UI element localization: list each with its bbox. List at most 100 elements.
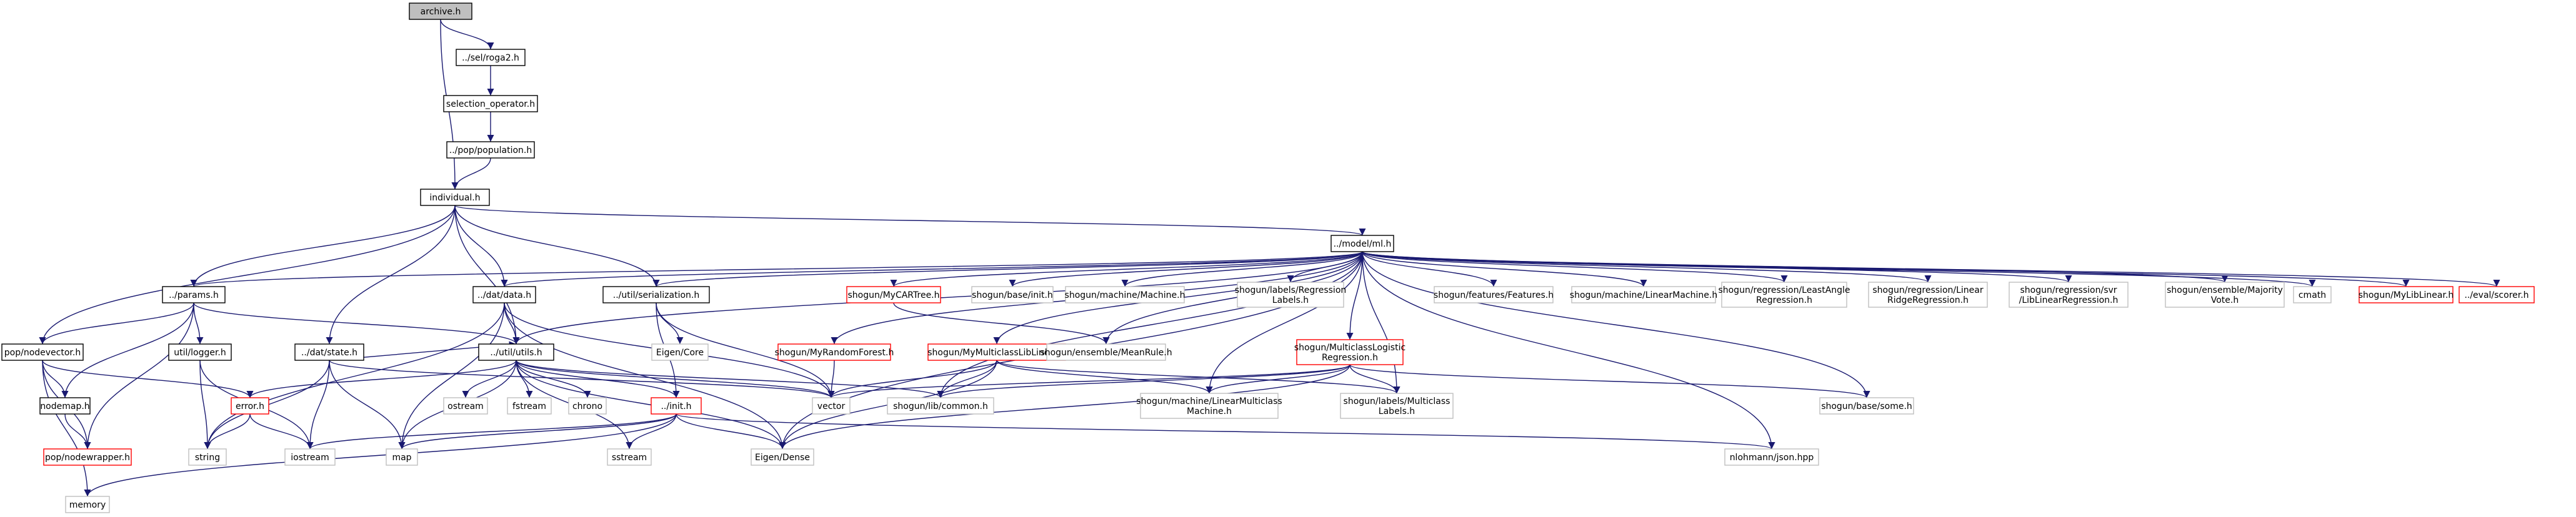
node-meanrule[interactable]: shogun/ensemble/MeanRule.h xyxy=(1040,343,1172,361)
node-archive[interactable]: archive.h xyxy=(409,2,472,20)
node-box xyxy=(2359,286,2454,303)
node-mylib[interactable]: shogun/MyLibLinear.h xyxy=(2359,286,2454,303)
edge xyxy=(440,19,494,50)
node-libsvr[interactable]: shogun/regression/svr/LibLinearRegressio… xyxy=(2009,282,2129,308)
node-sstream[interactable]: sstream xyxy=(607,448,652,466)
node-box xyxy=(1,343,84,361)
node-state[interactable]: ../dat/state.h xyxy=(294,343,364,361)
node-label: shogun/MulticlassLogistic xyxy=(1294,343,1405,353)
node-selop[interactable]: selection_operator.h xyxy=(443,95,538,112)
node-logger[interactable]: util/logger.h xyxy=(168,343,232,361)
node-chrono[interactable]: chrono xyxy=(568,397,607,415)
node-fstream[interactable]: fstream xyxy=(507,397,552,415)
node-nodewrapper[interactable]: pop/nodewrapper.h xyxy=(43,448,132,466)
node-label: shogun/base/init.h xyxy=(972,290,1053,300)
node-eigencore[interactable]: Eigen/Core xyxy=(651,343,709,361)
edge-params-to-logger xyxy=(193,302,204,345)
edge xyxy=(329,360,835,398)
node-some[interactable]: shogun/base/some.h xyxy=(1819,397,1914,415)
node-ridge[interactable]: shogun/regression/LinearRidgeRegression.… xyxy=(1868,282,1988,308)
node-box xyxy=(568,397,607,415)
edge xyxy=(451,157,491,190)
node-nodevector[interactable]: pop/nodevector.h xyxy=(1,343,84,361)
node-iostream[interactable]: iostream xyxy=(284,448,336,466)
edge xyxy=(1362,251,1647,287)
node-init[interactable]: ../init.h xyxy=(651,397,702,415)
node-box xyxy=(602,286,710,303)
node-data[interactable]: ../dat/data.h xyxy=(472,286,536,303)
edge-error-to-string xyxy=(204,413,251,450)
node-box xyxy=(168,343,232,361)
node-libcommon[interactable]: shogun/lib/common.h xyxy=(887,397,994,415)
edge xyxy=(516,360,944,398)
node-box xyxy=(927,343,1066,361)
node-label: string xyxy=(195,453,220,463)
edge-ml-to-reglabels xyxy=(1287,251,1363,283)
node-label: shogun/base/some.h xyxy=(1821,401,1912,411)
edge xyxy=(1362,251,1497,287)
node-machine[interactable]: shogun/machine/Machine.h xyxy=(1065,286,1186,303)
node-mymll[interactable]: shogun/MyMulticlassLibLinear.h xyxy=(927,343,1066,361)
edge-mlogreg-to-lmm xyxy=(1206,364,1350,394)
node-label: shogun/regression/svr xyxy=(2020,285,2117,295)
edge-ml-to-scorer xyxy=(1362,251,2500,287)
node-label: archive.h xyxy=(421,7,461,17)
node-memory[interactable]: memory xyxy=(65,496,110,513)
node-features[interactable]: shogun/features/Features.h xyxy=(1434,286,1554,303)
node-box xyxy=(607,448,652,466)
node-label: ../model/ml.h xyxy=(1334,239,1392,249)
node-individual[interactable]: individual.h xyxy=(420,189,490,206)
node-linearmachine[interactable]: shogun/machine/LinearMachine.h xyxy=(1570,286,1717,303)
edge xyxy=(1121,251,1363,287)
edge xyxy=(190,205,456,287)
edge-mlogreg-to-mclabels xyxy=(1349,364,1400,394)
edge-individual-to-nodevector xyxy=(39,205,456,345)
node-serialization[interactable]: ../util/serialization.h xyxy=(602,286,710,303)
node-box xyxy=(1330,235,1394,252)
node-box xyxy=(2009,282,2129,308)
edge-serialization-to-eigencore xyxy=(656,302,684,345)
node-nodemap[interactable]: nodemap.h xyxy=(39,397,91,415)
edge xyxy=(1362,251,1870,398)
node-myrf[interactable]: shogun/MyRandomForest.h xyxy=(775,343,894,361)
edge-params-to-utils xyxy=(193,302,520,345)
node-box xyxy=(1819,397,1914,415)
node-box xyxy=(651,343,709,361)
node-scorer[interactable]: ../eval/scorer.h xyxy=(2459,286,2535,303)
node-ostream[interactable]: ostream xyxy=(443,397,488,415)
edge xyxy=(246,360,517,398)
node-label: Regression.h xyxy=(1756,295,1812,305)
node-map[interactable]: map xyxy=(386,448,418,466)
edge-myrf-to-vector xyxy=(827,360,835,398)
edge-ml-to-params xyxy=(191,251,1363,287)
edge-ml-to-machine xyxy=(1121,251,1363,287)
node-label: Labels.h xyxy=(1272,295,1309,305)
node-ml[interactable]: ../model/ml.h xyxy=(1330,235,1394,252)
node-json[interactable]: nlohmann/json.hpp xyxy=(1724,448,1819,466)
node-utils[interactable]: ../util/utils.h xyxy=(478,343,554,361)
node-box xyxy=(2293,286,2332,303)
node-label: shogun/machine/LinearMachine.h xyxy=(1570,290,1717,300)
node-box xyxy=(231,397,269,415)
node-box xyxy=(409,2,472,20)
node-baseinit[interactable]: shogun/base/init.h xyxy=(971,286,1054,303)
node-eigendense[interactable]: Eigen/Dense xyxy=(751,448,814,466)
node-cmath[interactable]: cmath xyxy=(2293,286,2332,303)
node-label: shogun/regression/Linear xyxy=(1872,285,1983,295)
node-string[interactable]: string xyxy=(188,448,227,466)
node-roga2[interactable]: ../sel/roga2.h xyxy=(456,49,526,66)
node-params[interactable]: ../params.h xyxy=(162,286,226,303)
node-mycart[interactable]: shogun/MyCARTree.h xyxy=(846,286,941,303)
node-box xyxy=(420,189,490,206)
node-error[interactable]: error.h xyxy=(231,397,269,415)
node-vector[interactable]: vector xyxy=(812,397,851,415)
node-label: Eigen/Core xyxy=(656,348,704,358)
node-population[interactable]: ../pop/population.h xyxy=(446,141,535,159)
edge xyxy=(516,360,786,450)
